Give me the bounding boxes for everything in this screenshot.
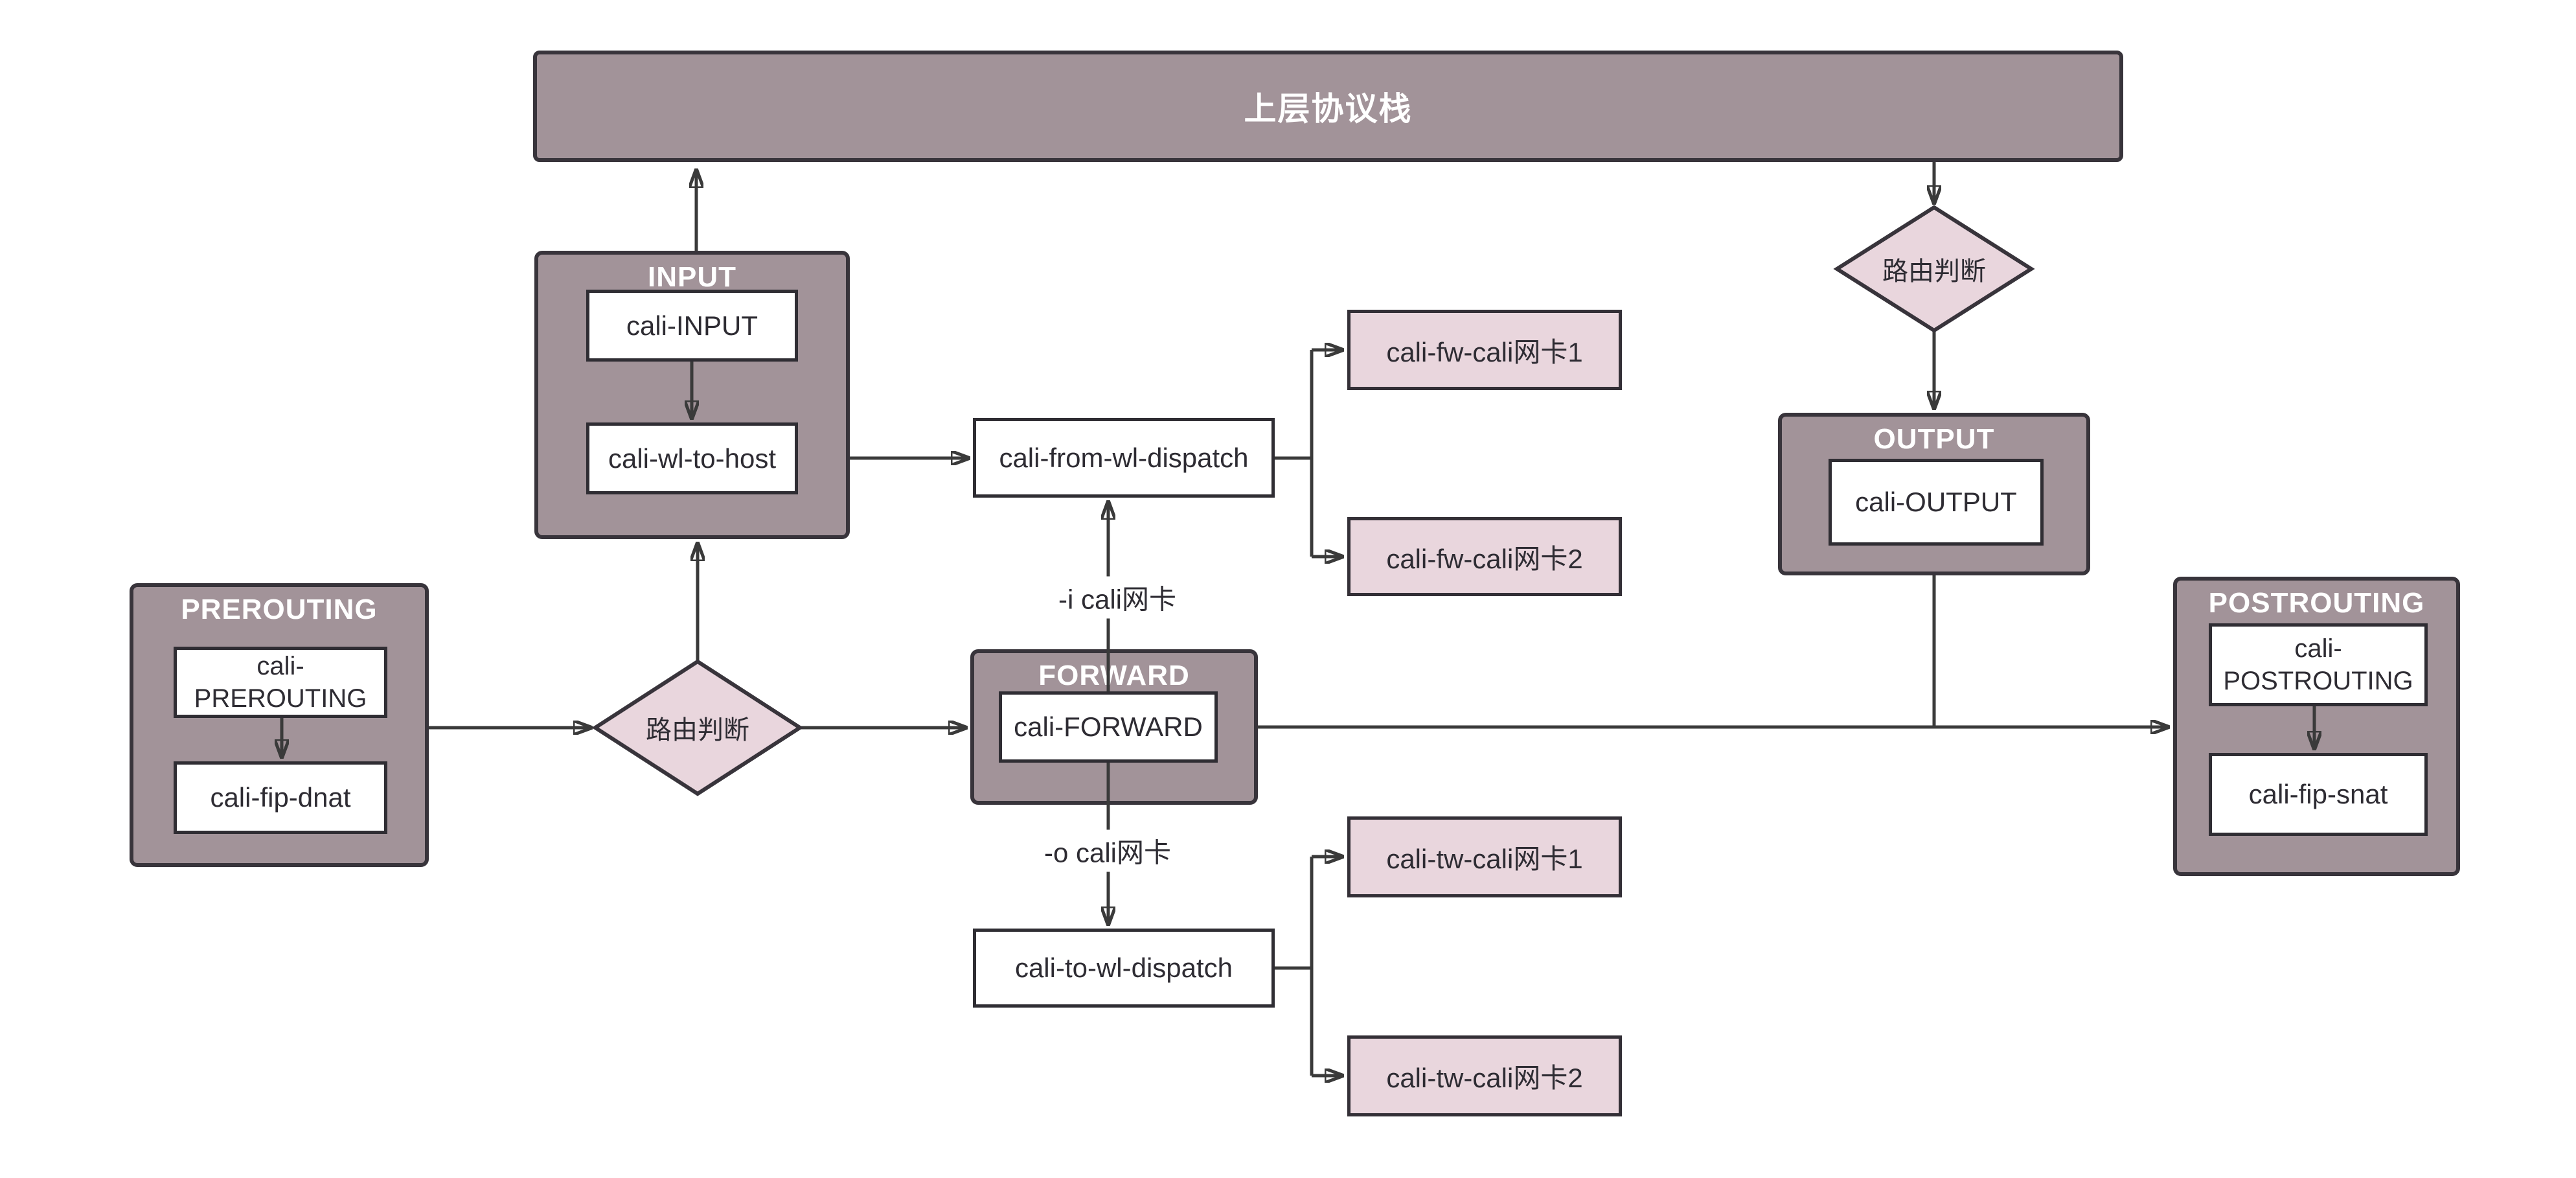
out-interface-edge-label: -o cali网卡 [1037,829,1178,872]
in-interface-edge-label: -i cali网卡 [1051,576,1183,619]
input-group: INPUT cali-INPUT cali-wl-to-host [534,251,850,539]
prerouting-group: PREROUTING cali-PREROUTING cali-fip-dnat [130,583,429,867]
cali-output-box: cali-OUTPUT [1829,459,2044,546]
forward-group: FORWARD cali-FORWARD [970,649,1258,805]
prerouting-title: PREROUTING [181,594,378,625]
cali-forward-box: cali-FORWARD [999,691,1218,763]
input-title: INPUT [648,261,736,293]
cali-tw-nic1-box: cali-tw-cali网卡1 [1347,816,1622,897]
cali-input-box: cali-INPUT [586,290,798,362]
routing-decision-right-label: 路由判断 [1882,257,1986,286]
cali-fw-nic2-box: cali-fw-cali网卡2 [1347,517,1622,596]
cali-postrouting-box: cali-POSTROUTING [2209,623,2428,706]
routing-decision-left-label: 路由判断 [646,716,749,745]
forward-title: FORWARD [1038,660,1190,691]
cali-wl-to-host-box: cali-wl-to-host [586,422,798,494]
postrouting-group: POSTROUTING cali-POSTROUTING cali-fip-sn… [2173,577,2460,876]
cali-fip-dnat-box: cali-fip-dnat [174,761,387,834]
cali-to-wl-dispatch-box: cali-to-wl-dispatch [973,929,1275,1008]
cali-prerouting-box: cali-PREROUTING [174,647,387,718]
upper-protocol-stack-node: 上层协议栈 [533,51,2123,162]
cali-tw-nic2-box: cali-tw-cali网卡2 [1347,1035,1622,1116]
postrouting-title: POSTROUTING [2208,587,2425,619]
output-title: OUTPUT [1873,423,1995,455]
cali-from-wl-dispatch-box: cali-from-wl-dispatch [973,418,1275,498]
cali-fip-snat-box: cali-fip-snat [2209,753,2428,836]
cali-fw-nic1-box: cali-fw-cali网卡1 [1347,310,1622,390]
output-group: OUTPUT cali-OUTPUT [1778,413,2090,575]
